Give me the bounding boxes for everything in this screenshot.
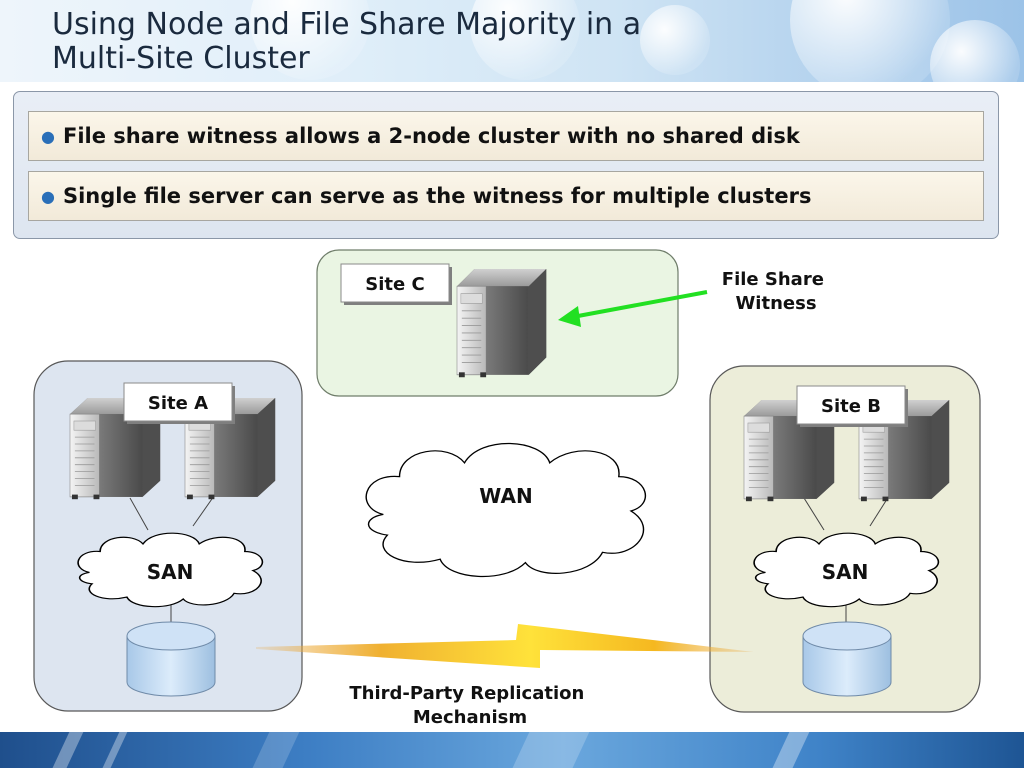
slide-title-line-2: Multi-Site Cluster (52, 41, 310, 76)
bullet-dot-icon: ● (41, 126, 55, 146)
replication-caption: Third-Party Replication Mechanism (349, 683, 590, 728)
footer-streak (46, 732, 88, 768)
file-share-witness-callout: File Share Witness (722, 269, 830, 314)
site-a-label: Site A (148, 393, 208, 414)
footer-streak (246, 732, 304, 768)
disk-icon (126, 621, 216, 697)
disk-icon (802, 621, 892, 697)
site-c-label-box (340, 263, 450, 303)
bullet-text: File share witness allows a 2-node clust… (62, 124, 800, 148)
bullet-dot-icon: ● (41, 186, 55, 206)
footer-streak (766, 732, 814, 768)
replication-caption-line-1: Third-Party Replication (349, 683, 584, 704)
file-share-witness-line-2: Witness (735, 293, 816, 314)
site-a-label-box (123, 382, 233, 422)
slide-header: Using Node and File Share Majority in a … (0, 0, 1024, 82)
bullet-item: ● File share witness allows a 2-node clu… (28, 111, 984, 161)
witness-arrow-icon (558, 290, 708, 327)
site-a-group: Site A SAN (33, 360, 303, 712)
bullet-text: Single file server can serve as the witn… (62, 184, 812, 208)
site-b-san-label: SAN (822, 560, 869, 584)
header-bubble (640, 5, 710, 75)
wan-cloud-icon (365, 442, 647, 578)
footer-streak (506, 732, 594, 768)
site-c-group: Site C (316, 249, 679, 397)
site-b-group: Site B SAN (709, 365, 981, 713)
site-b-label-box (796, 385, 906, 425)
replication-caption-line-2: Mechanism (413, 707, 527, 728)
site-a-san-label: SAN (147, 560, 194, 584)
slide-title-line-1: Using Node and File Share Majority in a (52, 7, 642, 42)
lightning-bolt-icon (256, 624, 754, 668)
slide-footer (0, 732, 1024, 768)
bullet-item: ● Single file server can serve as the wi… (28, 171, 984, 221)
header-bubble (790, 0, 950, 82)
slide-title: Using Node and File Share Majority in a … (52, 8, 641, 76)
bullet-panel: ● File share witness allows a 2-node clu… (13, 91, 999, 239)
server-icon (456, 268, 547, 378)
site-c-label: Site C (365, 274, 424, 295)
site-b-label: Site B (821, 396, 881, 417)
wan-label: WAN (479, 484, 532, 508)
footer-streak (96, 732, 132, 768)
file-share-witness-line-1: File Share (722, 269, 824, 290)
